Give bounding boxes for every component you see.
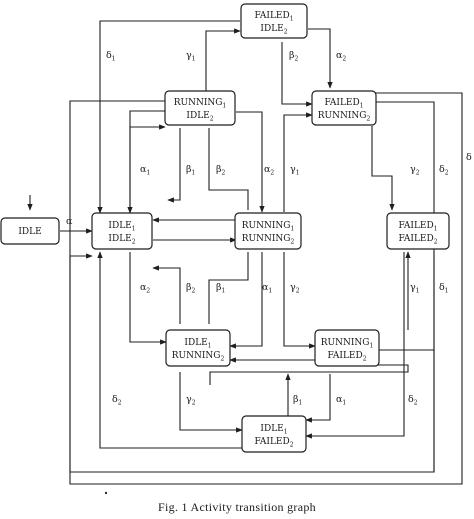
figure-caption: Fig. 1 Activity transition graph [158,500,316,514]
edge-beta1-low [208,252,249,324]
label-alpha2-top: α2 [336,50,346,63]
edge-beta2-low [152,265,181,324]
label-gamma1-right: γ1 [410,282,420,295]
edge-alpha1-bot [305,374,331,423]
edge-gamma2-right [371,126,395,211]
label-delta2-right: δ2 [439,164,449,177]
label-alpha1-left: α1 [140,164,150,177]
node-label-line2: IDLE2 [108,234,135,246]
speck [104,491,108,495]
node-label-line1: FAILED1 [398,221,437,233]
edge-alpha1-low [229,252,263,349]
node-label-line2: RUNNING2 [172,351,225,363]
node-label-line2: IDLE2 [260,24,287,36]
node-label-line1: IDLE [18,227,41,237]
node-idle: IDLE [0,217,60,245]
node-label-line2: FAILED2 [254,437,293,449]
label-delta2-bot: δ2 [408,394,418,407]
edge-gamma1-mid [283,112,313,212]
node-box [314,329,380,367]
label-gamma2-bot: γ2 [186,394,196,407]
label-gamma2-low: γ2 [290,282,300,295]
label-alpha2-mid: α2 [264,164,274,177]
node-box [240,3,308,39]
node-label-line2: RUNNING2 [242,234,295,246]
node-label-line1: RUNNING1 [321,338,374,350]
node-label-line2: FAILED2 [398,234,437,246]
edges [27,20,463,485]
node-label-line2: RUNNING2 [318,111,371,123]
node-label-line1: FAILED1 [254,11,293,23]
label-alpha1-low: α1 [262,282,272,295]
edge-alpha2-mid [236,111,265,213]
edge-gamma2-low [283,252,316,349]
node-label-line1: FAILED1 [324,98,363,110]
edge-beta2-mid [208,128,249,210]
edge-gamma1-top [205,28,241,92]
label-alpha: α [66,216,73,227]
edge-rf-frame [209,364,409,385]
node-box [164,90,236,126]
edge-labels: α δ1 γ1 β2 α2 α1 β1 β2 α2 γ1 γ2 δ2 δ α2 … [66,50,472,407]
node-box [91,212,153,250]
edge-gamma2-bot [179,372,243,433]
node-label-line1: RUNNING1 [242,221,295,233]
label-delta1-top: δ1 [106,50,116,63]
label-delta2-left: δ2 [112,394,122,407]
node-box [311,90,377,126]
label-beta2-low: β2 [186,282,196,295]
label-delta-far: δ [466,152,472,163]
edge-beta1-mid [167,128,181,203]
edge-beta2-top [281,42,313,107]
edge-alpha1-left [129,124,166,213]
node-label-line2: IDLE2 [186,111,213,123]
node-box [0,217,60,245]
label-gamma1-mid: γ1 [290,164,300,177]
node-label-line1: IDLE1 [108,221,135,233]
edge-alpha2-top [308,28,333,89]
label-beta1-bot: β1 [293,394,302,407]
label-beta1-low: β1 [216,282,225,295]
node-box [386,212,450,250]
edge-alpha2-low [129,252,167,345]
edge-delta2-bot [305,252,405,439]
label-beta2-mid: β2 [216,164,226,177]
node-label-line1: IDLE1 [260,424,287,436]
label-gamma1-top: γ1 [186,50,196,63]
edge-running-idle-ret [127,110,166,214]
label-alpha1-bot: α1 [336,394,346,407]
edge-delta-far [69,92,463,485]
node-label-line1: RUNNING1 [174,98,227,110]
label-beta1-mid: β1 [186,164,195,177]
label-alpha2-low: α2 [140,282,150,295]
edge-delta1-right [378,252,435,351]
label-delta1-right: δ1 [439,282,449,295]
edge-delta1-top [97,20,240,214]
node-box [165,329,231,367]
label-beta2-top: β2 [289,50,299,63]
node-box [241,415,307,453]
edge-delta2-left [97,251,242,449]
node-box [234,212,302,250]
label-gamma2-right: γ2 [410,164,420,177]
node-label-line2: FAILED2 [327,351,366,363]
node-label-line1: IDLE1 [184,338,211,350]
